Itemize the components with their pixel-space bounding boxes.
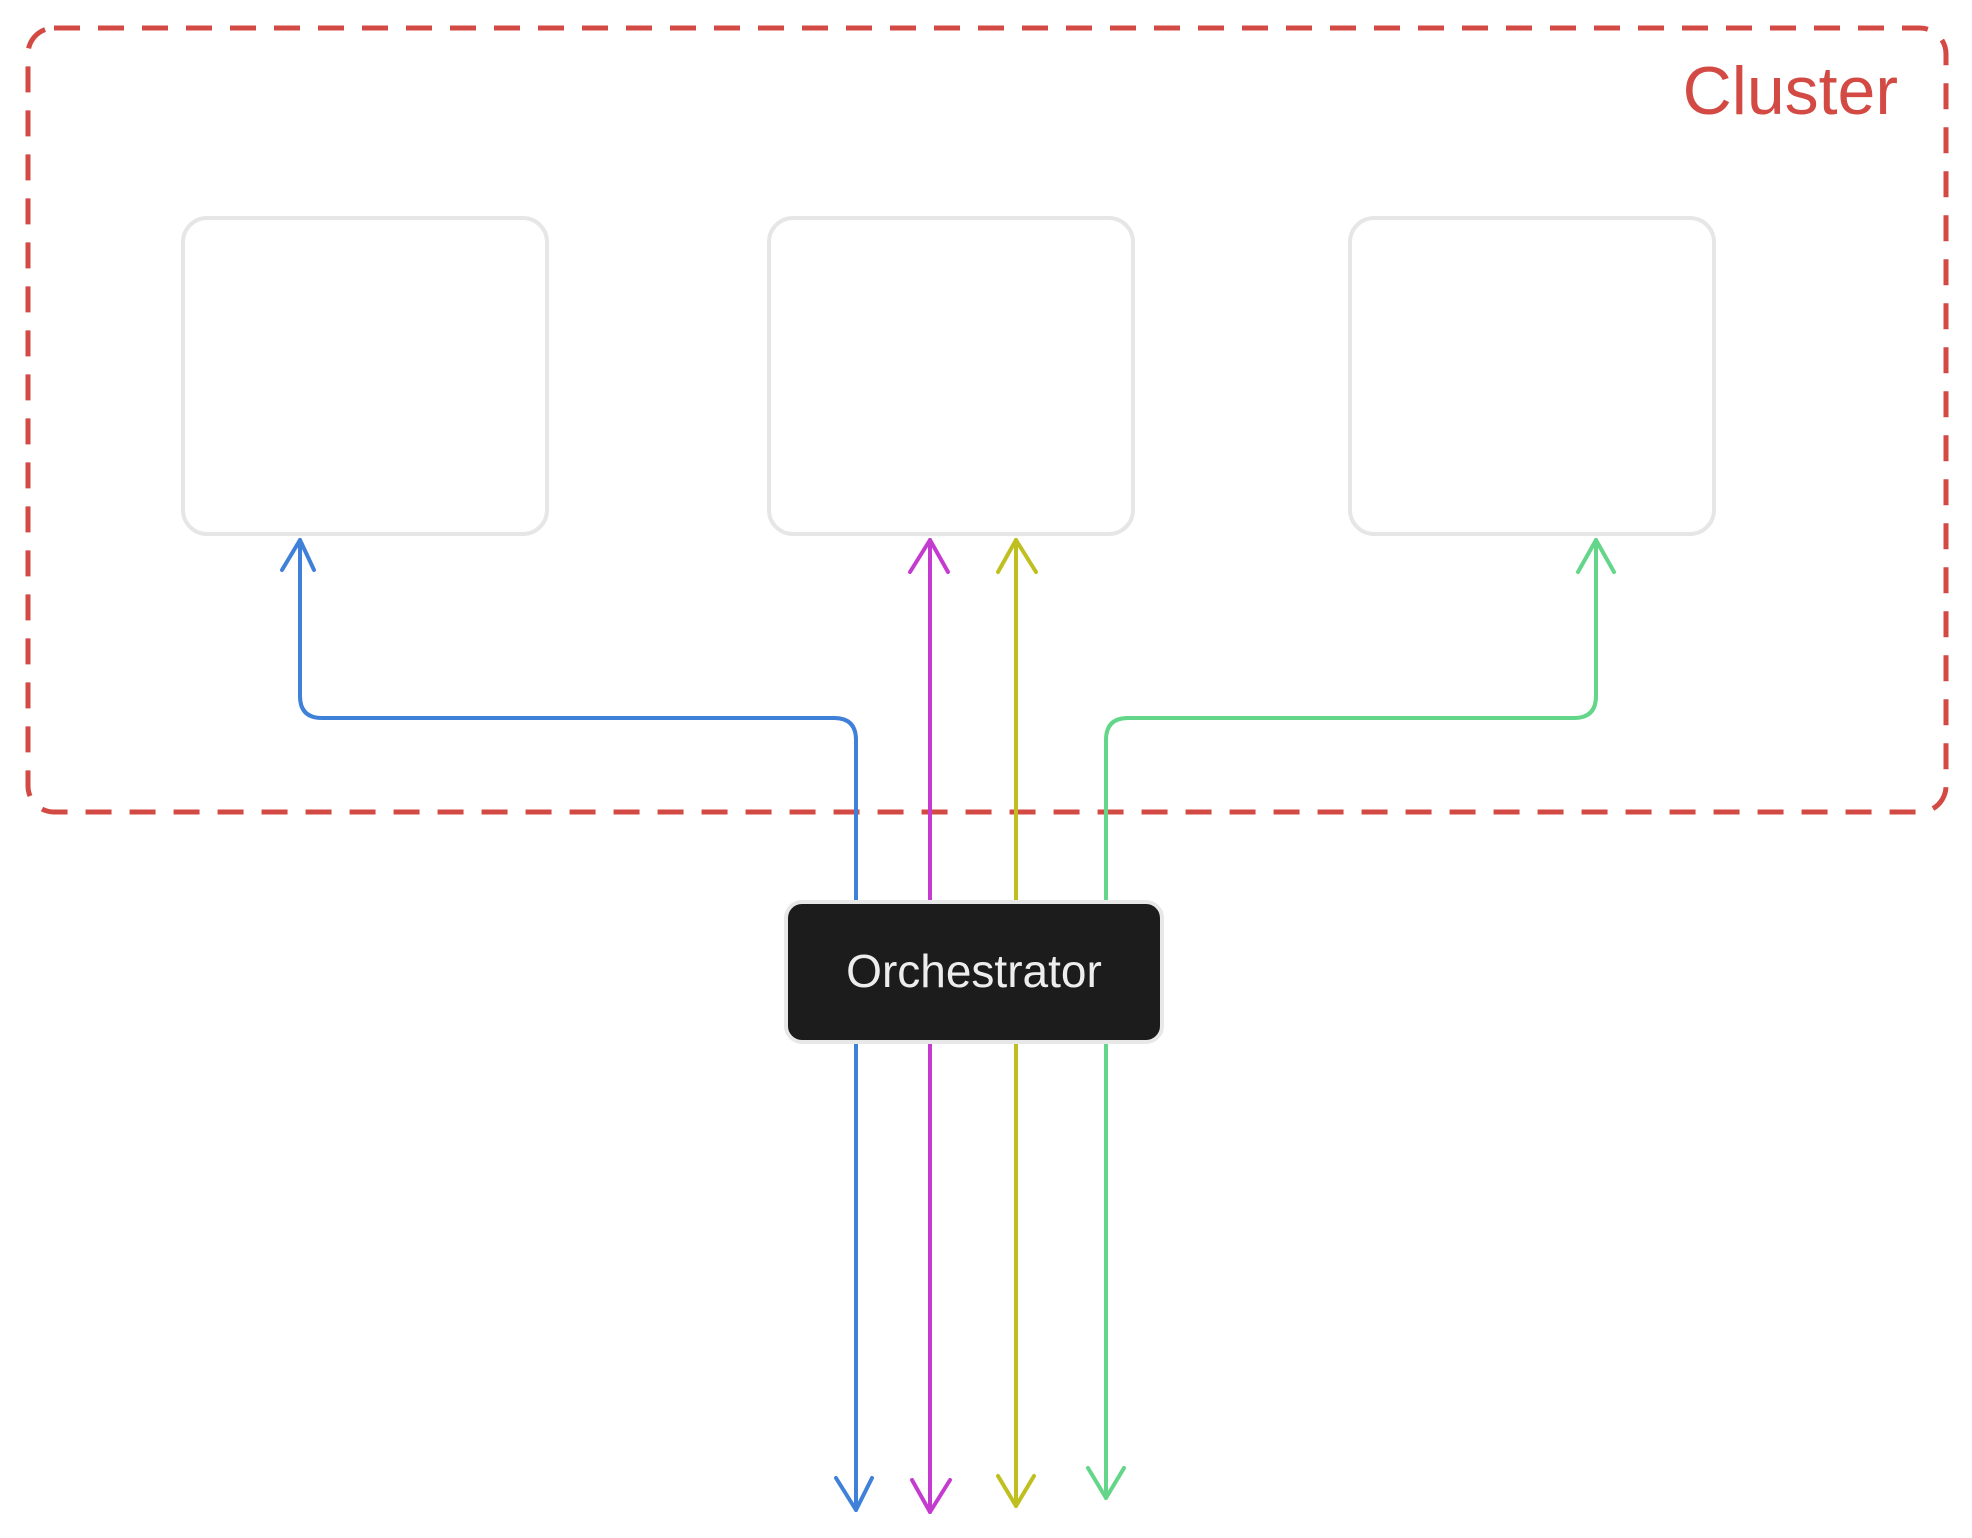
olive-arrowhead-up — [996, 538, 1038, 574]
cluster-node-right[interactable] — [1348, 216, 1716, 536]
blue-arrowhead-up — [280, 538, 316, 572]
cluster-node-left[interactable] — [181, 216, 549, 536]
green-arrowhead-down — [1086, 1466, 1126, 1500]
olive-arrowhead-down — [996, 1474, 1036, 1508]
orchestrator-box[interactable] — [784, 900, 1164, 1044]
green-connection — [1086, 538, 1616, 1500]
magenta-arrowhead-up — [908, 538, 950, 574]
blue-arrowhead-down — [834, 1476, 874, 1512]
cluster-node-center[interactable] — [767, 216, 1135, 536]
orchestrator-label: Orchestrator — [846, 945, 1102, 997]
cluster-label: Cluster — [1683, 53, 1898, 129]
green-arrowhead-up — [1576, 538, 1616, 574]
green-connection-line — [1104, 538, 1598, 1500]
orchestrator[interactable]: Orchestrator — [784, 900, 1164, 1044]
magenta-arrowhead-down — [910, 1478, 952, 1514]
blue-connection — [280, 538, 874, 1512]
cluster-boundary — [25, 25, 1949, 815]
blue-connection-line — [298, 538, 858, 1512]
